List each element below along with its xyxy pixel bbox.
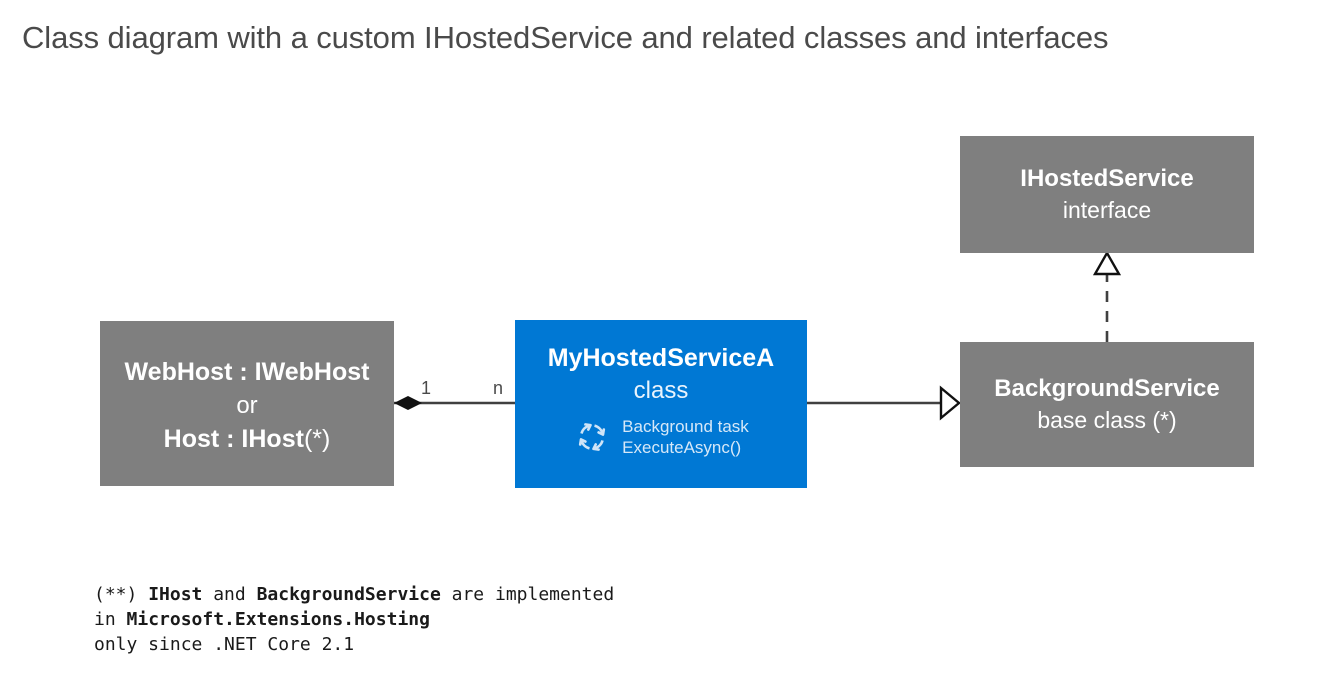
node-webhost-line3-note: (*) <box>303 425 331 453</box>
node-backgroundservice-title: BackgroundService <box>994 375 1220 402</box>
footnote-line2-prefix: in <box>94 609 127 630</box>
node-ihostedservice-title: IHostedService <box>1020 165 1194 192</box>
node-myhostedservicea-detail-text: Background task ExecuteAsync() <box>622 416 749 458</box>
node-myhostedservicea-detail: Background task ExecuteAsync() <box>573 416 749 458</box>
node-ihostedservice-stereotype: interface <box>1062 197 1152 223</box>
class-node-myhostedservicea[interactable]: MyHostedServiceA class <box>515 320 807 488</box>
multiplicity-label-source: 1 <box>421 378 432 398</box>
hollow-triangle-icon <box>1092 250 1122 276</box>
node-backgroundservice-stereotype: base class (*) <box>1037 407 1177 433</box>
connector-generalization <box>807 385 961 421</box>
detail-line-background-task: Background task <box>622 417 749 436</box>
footnote-line1-bold-ihost: IHost <box>148 584 203 605</box>
cycle-icon <box>575 420 609 454</box>
class-node-ihostedservice[interactable]: IHostedService interface <box>960 136 1254 253</box>
footnote-line1-bold-backgroundservice: BackgroundService <box>256 584 441 605</box>
footnote-line1-prefix: (**) <box>94 584 149 605</box>
footnote-line1-suffix: are implemented <box>440 584 615 605</box>
footnote: (**) IHost and BackgroundService are imp… <box>94 582 614 657</box>
multiplicity-label-target: n <box>493 378 504 398</box>
node-webhost-line3-bold: Host : IHost <box>163 425 304 453</box>
detail-line-execute-async: ExecuteAsync() <box>622 438 742 457</box>
node-myhostedservicea-title: MyHostedServiceA <box>547 344 775 372</box>
class-node-webhost[interactable]: WebHost : IWebHost or Host : IHost(*) <box>100 321 394 486</box>
class-node-backgroundservice[interactable]: BackgroundService base class (*) <box>960 342 1254 467</box>
node-webhost-line2: or <box>236 392 258 419</box>
connector-realization <box>1092 250 1122 342</box>
footnote-line2-bold-namespace: Microsoft.Extensions.Hosting <box>126 609 430 630</box>
filled-diamond-icon <box>394 396 422 410</box>
node-webhost-line3: Host : IHost(*) <box>164 422 331 456</box>
hollow-triangle-icon <box>939 385 961 421</box>
page-title: Class diagram with a custom IHostedServi… <box>22 20 1109 55</box>
footnote-line1-mid: and <box>202 584 257 605</box>
footnote-line3: only since .NET Core 2.1 <box>94 634 355 655</box>
node-myhostedservicea-stereotype: class <box>633 377 689 404</box>
node-webhost-line1: WebHost : IWebHost <box>124 358 370 386</box>
